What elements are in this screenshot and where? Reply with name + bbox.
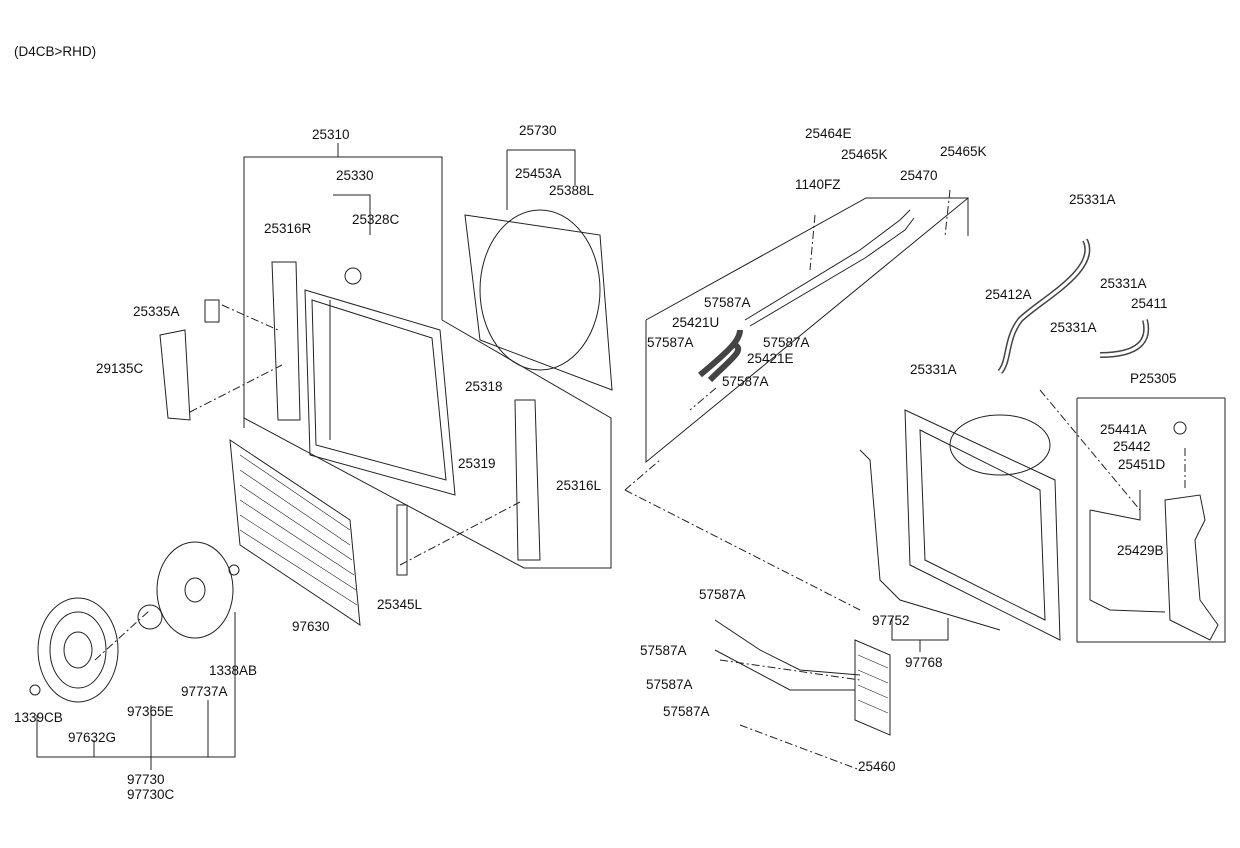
part-label-57587a[interactable]: 57587A (699, 587, 746, 602)
part-label-25316r[interactable]: 25316R (264, 221, 312, 236)
part-label-25730[interactable]: 25730 (519, 123, 557, 138)
leader-lines (94, 189, 1186, 771)
fan-drawing (29, 541, 240, 703)
part-label-1338ab[interactable]: 1338AB (209, 663, 258, 678)
part-label-25388l[interactable]: 25388L (549, 183, 595, 198)
part-label-25316l[interactable]: 25316L (556, 478, 602, 493)
condenser-drawing (229, 439, 361, 626)
part-label-25318[interactable]: 25318 (465, 379, 503, 394)
part-label-25470[interactable]: 25470 (900, 168, 938, 183)
part-label-97630[interactable]: 97630 (292, 619, 330, 634)
part-label-25331a[interactable]: 25331A (1100, 276, 1147, 291)
bracket-lines (36, 143, 1226, 770)
part-label-57587a[interactable]: 57587A (704, 295, 751, 310)
seal-29135c (159, 329, 191, 421)
part-label-25310[interactable]: 25310 (312, 127, 350, 142)
fan-shroud-drawing (464, 209, 613, 391)
part-label-57587a[interactable]: 57587A (722, 374, 769, 389)
part-label-25429b[interactable]: 25429B (1117, 543, 1164, 558)
part-label-25460[interactable]: 25460 (858, 759, 896, 774)
part-label-25421e[interactable]: 25421E (747, 351, 794, 366)
part-label-25465k[interactable]: 25465K (940, 144, 987, 159)
part-label-57587a[interactable]: 57587A (663, 704, 710, 719)
part-label-1339cb[interactable]: 1339CB (14, 710, 63, 725)
part-label-57587a[interactable]: 57587A (646, 677, 693, 692)
part-label-57587a[interactable]: 57587A (640, 643, 687, 658)
part-label-25331a[interactable]: 25331A (910, 362, 957, 377)
part-label-97365e[interactable]: 97365E (127, 704, 174, 719)
part-label-25421u[interactable]: 25421U (672, 315, 720, 330)
part-label-25465k[interactable]: 25465K (841, 147, 888, 162)
part-label-25331a[interactable]: 25331A (1069, 192, 1116, 207)
model-header: (D4CB>RHD) (14, 44, 97, 59)
bracket-25316l (514, 399, 541, 561)
part-label-97752[interactable]: 97752 (872, 613, 910, 628)
part-label-25330[interactable]: 25330 (336, 168, 374, 183)
part-label-25331a[interactable]: 25331A (1050, 320, 1097, 335)
bracket-25345l (396, 504, 408, 576)
part-label-25451d[interactable]: 25451D (1118, 457, 1166, 472)
radiator-drawing (204, 267, 456, 496)
part-label-25441a[interactable]: 25441A (1100, 422, 1147, 437)
part-label-97737a[interactable]: 97737A (181, 684, 228, 699)
part-label-97768[interactable]: 97768 (905, 655, 943, 670)
part-label-57587a[interactable]: 57587A (647, 335, 694, 350)
part-label-25335a[interactable]: 25335A (133, 304, 180, 319)
part-label-p25305[interactable]: P25305 (1130, 371, 1177, 386)
part-label-25345l[interactable]: 25345L (377, 597, 423, 612)
assembly-drawing (859, 409, 1061, 641)
part-label-25464e[interactable]: 25464E (805, 126, 852, 141)
part-label-97730[interactable]: 97730 (127, 772, 165, 787)
part-label-97632g[interactable]: 97632G (68, 730, 117, 745)
part-label-25328c[interactable]: 25328C (352, 212, 400, 227)
part-label-25412a[interactable]: 25412A (985, 287, 1032, 302)
bracket-25316r (271, 261, 301, 421)
part-label-57587a[interactable]: 57587A (763, 335, 810, 350)
part-label-97730c[interactable]: 97730C (127, 787, 175, 802)
oil-cooler-drawing (854, 639, 891, 736)
part-label-25411[interactable]: 25411 (1131, 296, 1168, 311)
part-label-25442[interactable]: 25442 (1113, 439, 1151, 454)
part-label-29135c[interactable]: 29135C (96, 361, 144, 376)
reservoir-drawing (1089, 421, 1219, 641)
part-label-1140fz[interactable]: 1140FZ (795, 177, 841, 192)
part-label-25319[interactable]: 25319 (458, 456, 496, 471)
part-label-25453a[interactable]: 25453A (515, 166, 562, 181)
oil-cooler-pipes (714, 209, 915, 691)
